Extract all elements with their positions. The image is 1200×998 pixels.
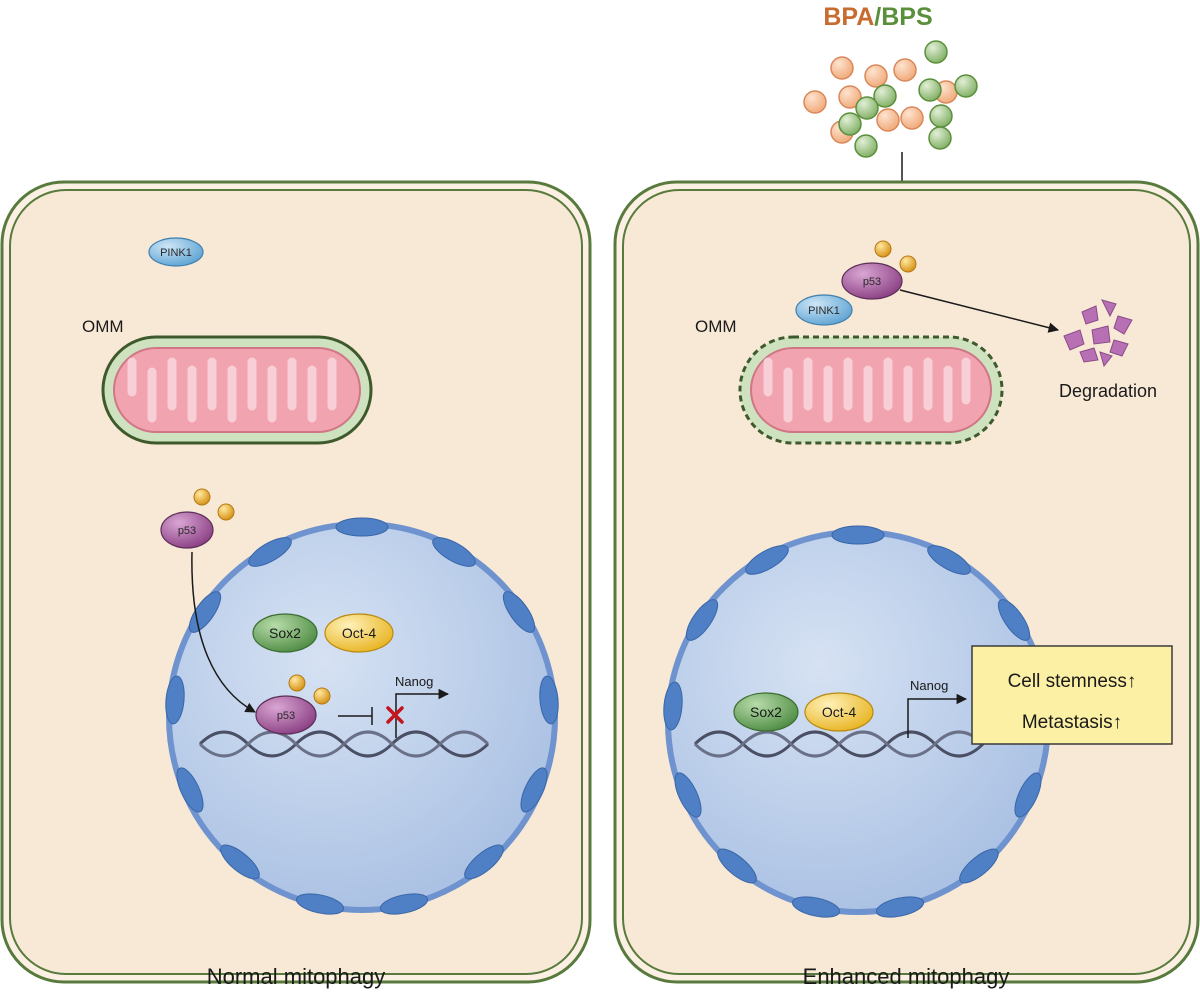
title-separator: /: [874, 3, 881, 31]
left-oct4-label: Oct-4: [342, 625, 376, 641]
right-pink1: PINK1: [795, 294, 853, 326]
outcome-metastasis: Metastasis↑: [1022, 712, 1122, 733]
left-omm-label: OMM: [82, 317, 124, 336]
right-sox2-label: Sox2: [750, 704, 782, 720]
right-oct4-label: Oct-4: [822, 704, 856, 720]
outcome-cell-stemness: Cell stemness↑: [1008, 671, 1137, 692]
right-sox2: Sox2: [733, 692, 799, 732]
left-pink1-label: PINK1: [160, 247, 192, 259]
left-oct4: Oct-4: [324, 613, 394, 653]
title-bps: BPS: [881, 3, 932, 31]
title-bpa: BPA: [823, 3, 874, 31]
right-oct4: Oct-4: [804, 692, 874, 732]
right-mitochondrion: [738, 335, 1004, 445]
left-p53-nuclear-label: p53: [277, 710, 295, 722]
block-x-icon: [386, 706, 404, 724]
outcome-box: Cell stemness↑ Metastasis↑: [971, 645, 1173, 745]
left-p53-cyto: p53: [160, 488, 235, 549]
degradation-arrow: [899, 289, 1060, 333]
left-sox2: Sox2: [252, 613, 318, 653]
left-p53-nuclear: p53: [255, 674, 331, 735]
right-p53: p53: [841, 240, 917, 300]
left-nanog-promoter: [395, 688, 450, 738]
left-sox2-label: Sox2: [269, 625, 301, 641]
right-p53-label: p53: [863, 276, 881, 288]
left-inhibition: [338, 707, 373, 725]
right-caption: Enhanced mitophagy: [803, 964, 1010, 989]
left-caption: Normal mitophagy: [207, 964, 386, 989]
degradation-label: Degradation: [1059, 381, 1157, 401]
left-p53-cyto-label: p53: [178, 525, 196, 537]
right-nanog-promoter: [907, 693, 968, 738]
left-mitochondrion: [101, 335, 373, 445]
left-pink1: PINK1: [148, 237, 204, 267]
right-omm-label: OMM: [695, 317, 737, 336]
right-pink1-label: PINK1: [808, 305, 840, 317]
right-nanog-label: Nanog: [910, 678, 948, 693]
title: BPA/BPS: [823, 3, 932, 31]
degraded-p53-fragments: [1063, 299, 1133, 368]
left-p53-translocation-arrow: [191, 551, 256, 713]
right-dna: [693, 730, 985, 758]
left-nanog-label: Nanog: [395, 674, 433, 689]
left-dna: [198, 730, 490, 758]
bpa-bps-particles: [803, 40, 978, 158]
